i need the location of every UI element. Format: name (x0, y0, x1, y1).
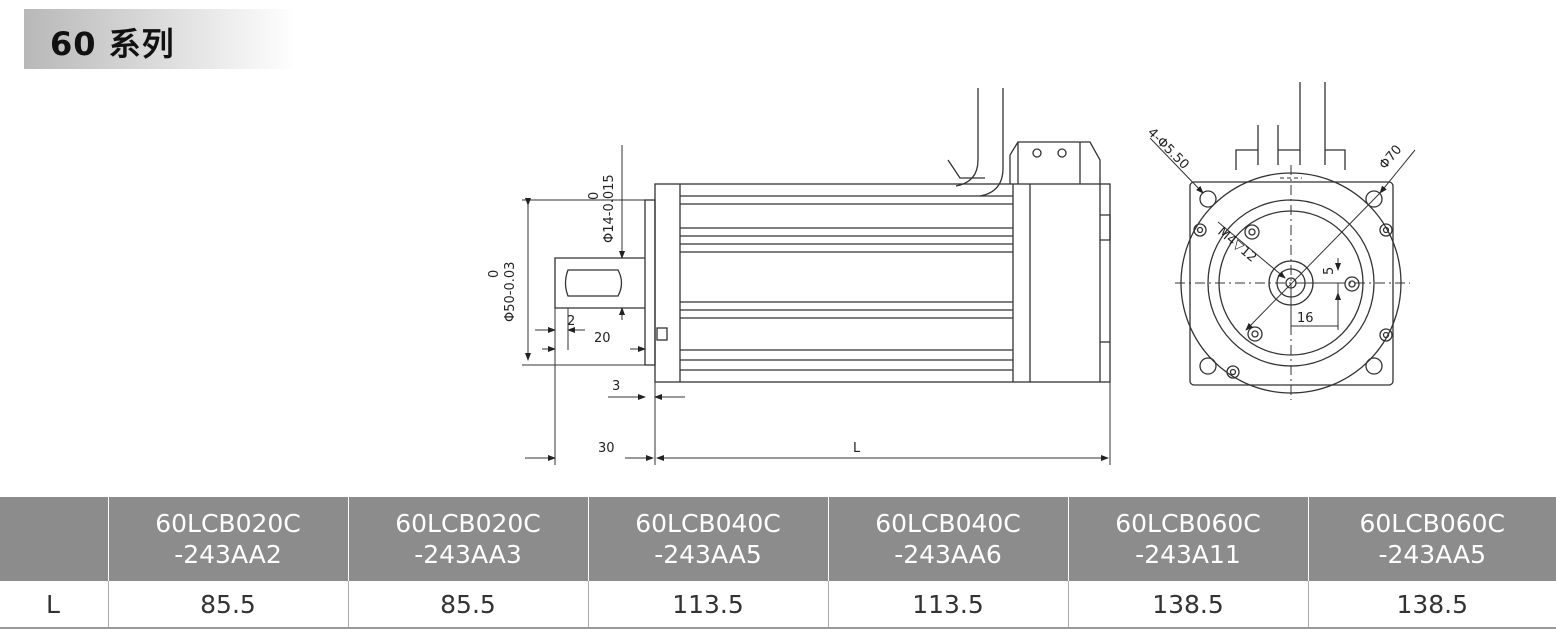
length-value: 138.5 (1067, 581, 1308, 629)
length-value: 85.5 (107, 581, 348, 629)
spec-table-header-row: 60LCB020C-243AA2 60LCB020C-243AA3 60LCB0… (0, 497, 1556, 581)
side-view-labels: 0 Φ14-0.015 0 Φ50-0.03 2 20 3 30 L (487, 174, 861, 456)
dim-2-label: 2 (567, 314, 575, 329)
dim-20-label: 20 (594, 331, 611, 346)
dim-30-label: 30 (598, 441, 615, 456)
pcd-label: Φ70 (1377, 142, 1406, 172)
model-header: 60LCB040C-243AA5 (587, 497, 828, 581)
shaft-dia-upper: 0 (587, 192, 602, 200)
section-title-bar: 60 系列 (24, 9, 296, 69)
spec-table: 60LCB020C-243AA2 60LCB020C-243AA3 60LCB0… (0, 497, 1556, 629)
row-label: L (0, 581, 108, 629)
holes-label: 4-Φ5.50 (1144, 125, 1191, 172)
shaft-dia-label: Φ14-0.015 (602, 174, 617, 243)
length-value: 85.5 (347, 581, 588, 629)
flange-dia-label: Φ50-0.03 (503, 262, 518, 322)
model-header: 60LCB020C-243AA3 (347, 497, 588, 581)
dim-3-label: 3 (612, 379, 620, 394)
dim-L-label: L (853, 441, 861, 456)
model-header: 60LCB040C-243AA6 (827, 497, 1068, 581)
length-value: 113.5 (827, 581, 1068, 629)
length-value: 138.5 (1307, 581, 1556, 629)
spec-table-corner (0, 497, 108, 581)
section-title: 60 系列 (50, 25, 175, 63)
front-view-labels: 4-Φ5.50 Φ70 M4▽12 5 16 (1144, 125, 1405, 326)
side-view-dimensions (522, 145, 1111, 465)
motor-technical-drawing: 0 Φ14-0.015 0 Φ50-0.03 2 20 3 30 L (487, 82, 1416, 465)
model-header: 60LCB060C-243AA5 (1307, 497, 1556, 581)
flange-dia-upper: 0 (487, 270, 502, 278)
length-value: 113.5 (587, 581, 828, 629)
model-header: 60LCB060C-243A11 (1067, 497, 1308, 581)
front-view-dimensions (1149, 137, 1416, 400)
side-view (554, 88, 1111, 383)
thread-label: M4▽12 (1214, 225, 1259, 266)
dim-5-label: 5 (1322, 267, 1337, 275)
model-header: 60LCB020C-243AA2 (107, 497, 348, 581)
dim-16-label: 16 (1297, 311, 1314, 326)
table-row: L 85.5 85.5 113.5 113.5 138.5 138.5 (0, 581, 1556, 629)
